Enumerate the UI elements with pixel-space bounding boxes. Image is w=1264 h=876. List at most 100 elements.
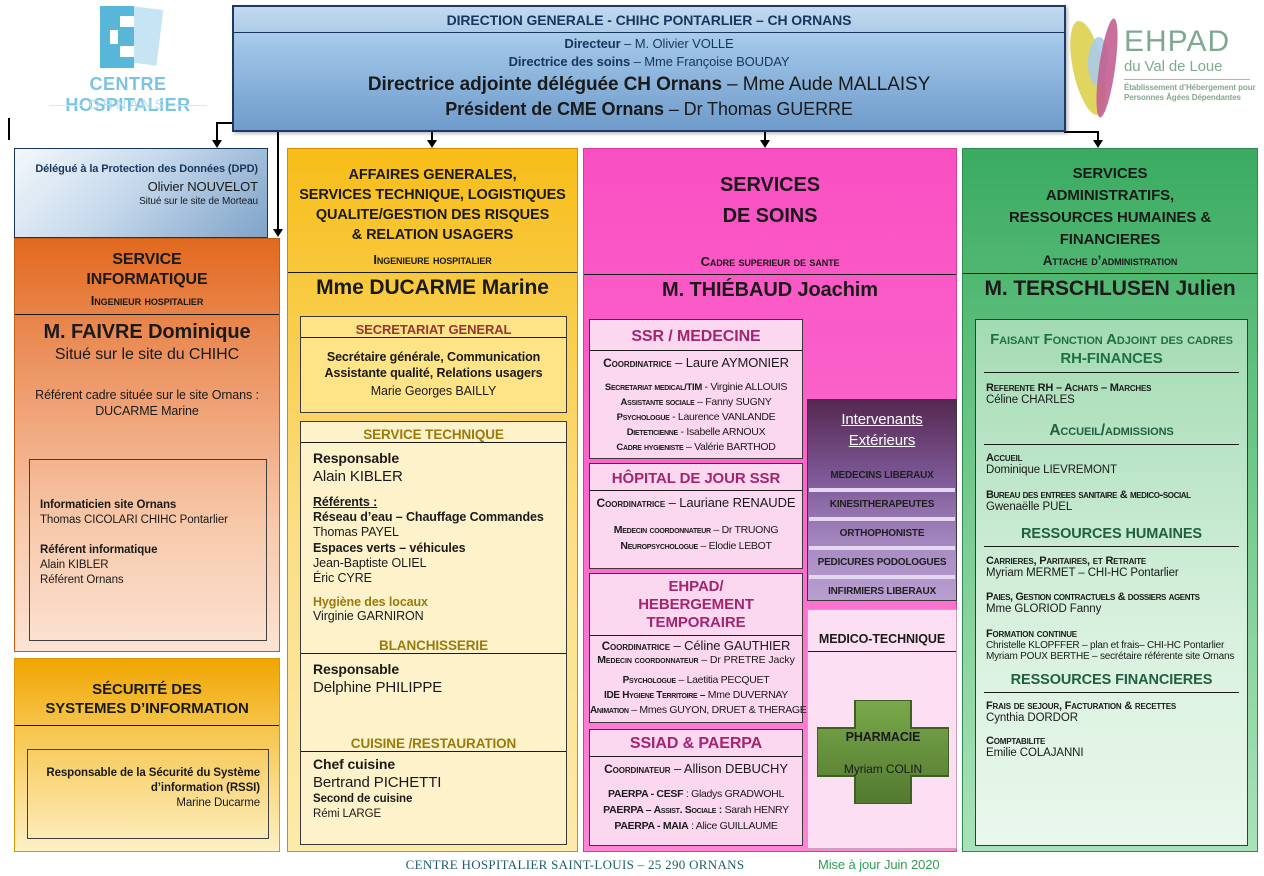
connector-info-v: [277, 131, 279, 230]
hdj-coordinatrice: Coordinatrice – Lauriane RENAUDE: [596, 495, 796, 510]
hdj-staff-line: Medecin coordonnateur – Dr TRUONG: [613, 524, 779, 536]
affaires-title: AFFAIRES GENERALES, SERVICES TECHNIQUE, …: [299, 167, 566, 243]
admin-subtitle: Attache d’administration: [1042, 253, 1178, 268]
header-divider: [234, 32, 1064, 33]
ssr-medecine-box: SSR / MEDECINE Coordinatrice – Laure AYM…: [589, 319, 803, 459]
rssi-label-2: d’information (RSSI): [150, 782, 260, 794]
ehpad-tagline-2: Personnes Âgées Dépendantes: [1124, 93, 1241, 102]
connector-dpd-v: [216, 122, 218, 141]
service-technique-divider: [301, 442, 566, 443]
ehpad-divider: [1124, 79, 1250, 80]
ssr-staff-line: Dieteticienne - Isabelle ARNOUX: [626, 426, 766, 438]
ehpad-coordinatrice: Coordinatrice – Céline GAUTHIER: [601, 638, 791, 653]
ssr-coordinatrice: Coordinatrice – Laure AYMONIER: [603, 355, 789, 370]
informatique-detail-box: Informaticien site Ornans Thomas CICOLAR…: [29, 459, 267, 641]
admin-detail-box: Faisant Fonction Adjoint des cadres RH-F…: [975, 319, 1248, 846]
cuisine-divider: [301, 751, 566, 752]
second-cuisine-label: Second de cuisine: [313, 793, 413, 805]
intervenant-item: KINESITHERAPEUTES: [829, 499, 935, 510]
ehpad-title: EHPAD: [1124, 25, 1231, 58]
referent-eau-name: Thomas PAYEL: [313, 525, 399, 539]
rssi-name: Marine Ducarme: [176, 797, 260, 809]
service-informatique-title-1: SERVICE: [112, 251, 182, 268]
hygiene-label: Hygiène des locaux: [313, 595, 428, 609]
medico-divider: [808, 651, 956, 652]
ehpad-leaves-icon: [1070, 18, 1118, 118]
securite-title-2: SYSTEMES D’INFORMATION: [45, 700, 249, 717]
direction-title: DIRECTION GENERALE - CHIHC PONTARLIER – …: [446, 12, 852, 28]
dpd-note: Situé sur le site de Morteau: [139, 196, 258, 207]
intervenant-separator: [809, 546, 955, 550]
blanchisserie-title: BLANCHISSERIE: [379, 638, 488, 653]
intervenant-item: ORTHOPHONISTE: [839, 528, 925, 539]
ehpad-hebergement-box: EHPAD/ HEBERGEMENT TEMPORAIRE Coordinatr…: [589, 573, 807, 723]
carrieres-name: Myriam MERMET – CHI-HC Pontarlier: [986, 567, 1179, 579]
hygiene-name: Virginie GARNIRON: [313, 609, 424, 623]
connector-green-h: [1064, 131, 1099, 133]
hdj-divider: [590, 490, 802, 491]
referent-informatique-name: Alain KIBLER: [40, 559, 109, 571]
second-cuisine-name: Rémi LARGE: [313, 808, 382, 820]
bureau-entrees-name: Gwenaëlle PUEL: [986, 501, 1073, 513]
ssiad-title: SSIAD & PAERPA: [629, 735, 763, 752]
blanchisserie-resp-name: Delphine PHILIPPE: [313, 679, 443, 696]
secretariat-name: Marie Georges BAILLY: [370, 384, 497, 398]
ehpad-staff-line: Animation – Mmes GUYON, DRUET & THERAGE: [590, 704, 807, 716]
ehpad-tagline-1: Établissement d’Hébergement pour: [1124, 83, 1256, 92]
dpd-title: Délégué à la Protection des Données (DPD…: [35, 163, 258, 175]
ssr-staff-line: Cadre hygieniste – Valérie BARTHOD: [616, 441, 776, 453]
affaires-head: Mme DUCARME Marine: [316, 276, 549, 299]
referent-informatique-label: Référent informatique: [40, 544, 158, 556]
service-informatique-head: M. FAIVRE Dominique: [43, 321, 251, 343]
connector-info-arrow: [273, 229, 283, 237]
pharmacie-cross: PHARMACIE Myriam COLIN: [816, 699, 950, 805]
adjoint-divider: [984, 372, 1239, 373]
soins-head: M. THIÉBAUD Joachim: [662, 279, 878, 301]
secretariat-general-box: SECRETARIAT GENERAL Secrétaire générale,…: [300, 316, 567, 413]
technique-resp-label: Responsable: [313, 450, 400, 466]
rssi-box: Responsable de la Sécurité du Système d’…: [27, 749, 269, 839]
accueil-label: Accueil: [986, 452, 1023, 464]
informaticien-label: Informaticien site Ornans: [40, 499, 177, 511]
logo-left-city: ORNANS: [28, 96, 228, 112]
technique-resp-name: Alain KIBLER: [313, 468, 403, 485]
footer-hospital-name: CENTRE HOSPITALIER SAINT-LOUIS – 25 290 …: [405, 857, 745, 872]
connector-green-arrow: [1093, 140, 1103, 148]
referente-rh-name: Céline CHARLES: [986, 394, 1075, 406]
service-technique-title: SERVICE TECHNIQUE: [363, 427, 504, 442]
formation-label: Formation continue: [986, 628, 1077, 640]
hdj-staff-line: Neuropsychologue – Elodie LEBOT: [620, 540, 772, 552]
referent-espaces-label: Espaces verts – véhicules: [313, 541, 466, 555]
ehpad-divider: [590, 635, 802, 636]
soins-subtitle: Cadre superieur de sante: [700, 254, 840, 269]
intervenant-separator: [809, 517, 955, 521]
informaticien-name: Thomas CICOLARI CHIHC Pontarlier: [40, 514, 228, 526]
affaires-subtitle: Ingenieure hospitalier: [373, 252, 492, 267]
ch-logo-icon: [90, 6, 166, 72]
service-informatique-box: SERVICE INFORMATIQUE Ingenieur hospitali…: [14, 238, 280, 652]
directrice-adjointe-line: Directrice adjointe déléguée CH Ornans –…: [367, 74, 931, 95]
accueil-name: Dominique LIEVREMONT: [986, 464, 1117, 476]
ssr-title: SSR / MEDECINE: [631, 328, 761, 345]
chef-cuisine-label: Chef cuisine: [313, 756, 396, 772]
referent-espaces-name-2: Éric CYRE: [313, 571, 372, 585]
medico-technique-panel: MEDICO-TECHNIQUE PHARMACIE Myriam COLIN: [807, 609, 957, 849]
referents-label: Référents :: [313, 495, 378, 509]
hopital-de-jour-box: HÔPITAL DE JOUR SSR Coordinatrice – Laur…: [589, 463, 803, 569]
ssiad-paerpa-box: SSIAD & PAERPA Coordinateur – Allison DE…: [589, 729, 803, 846]
connector-pink-arrow: [760, 140, 770, 148]
affaires-generales-column: AFFAIRES GENERALES, SERVICES TECHNIQUE, …: [287, 148, 578, 852]
frais-sejour-label: Frais de sejour, Facturation & recettes: [986, 700, 1177, 712]
soins-title-1: SERVICES: [720, 174, 820, 196]
logo-ehpad: EHPAD du Val de Loue Établissement d’Héb…: [1068, 4, 1262, 136]
intervenants-exterieurs-box: Intervenants Extérieurs MEDECINS LIBERAU…: [807, 399, 957, 601]
bureau-entrees-label: Bureau des entrees sanitaire & medico-so…: [986, 489, 1191, 501]
securite-si-box: SÉCURITÉ DES SYSTEMES D’INFORMATION Resp…: [14, 658, 280, 852]
hdj-title: HÔPITAL DE JOUR SSR: [611, 470, 781, 487]
connector-pink-v: [764, 131, 766, 141]
dpd-name: Olivier NOUVELOT: [147, 179, 258, 194]
adjoint-title-1: Faisant Fonction Adjoint des cadres: [990, 331, 1233, 348]
blanchisserie-divider: [301, 653, 566, 654]
ressources-humaines-title: RESSOURCES HUMAINES: [1021, 526, 1202, 542]
affaires-divider: [288, 272, 577, 273]
